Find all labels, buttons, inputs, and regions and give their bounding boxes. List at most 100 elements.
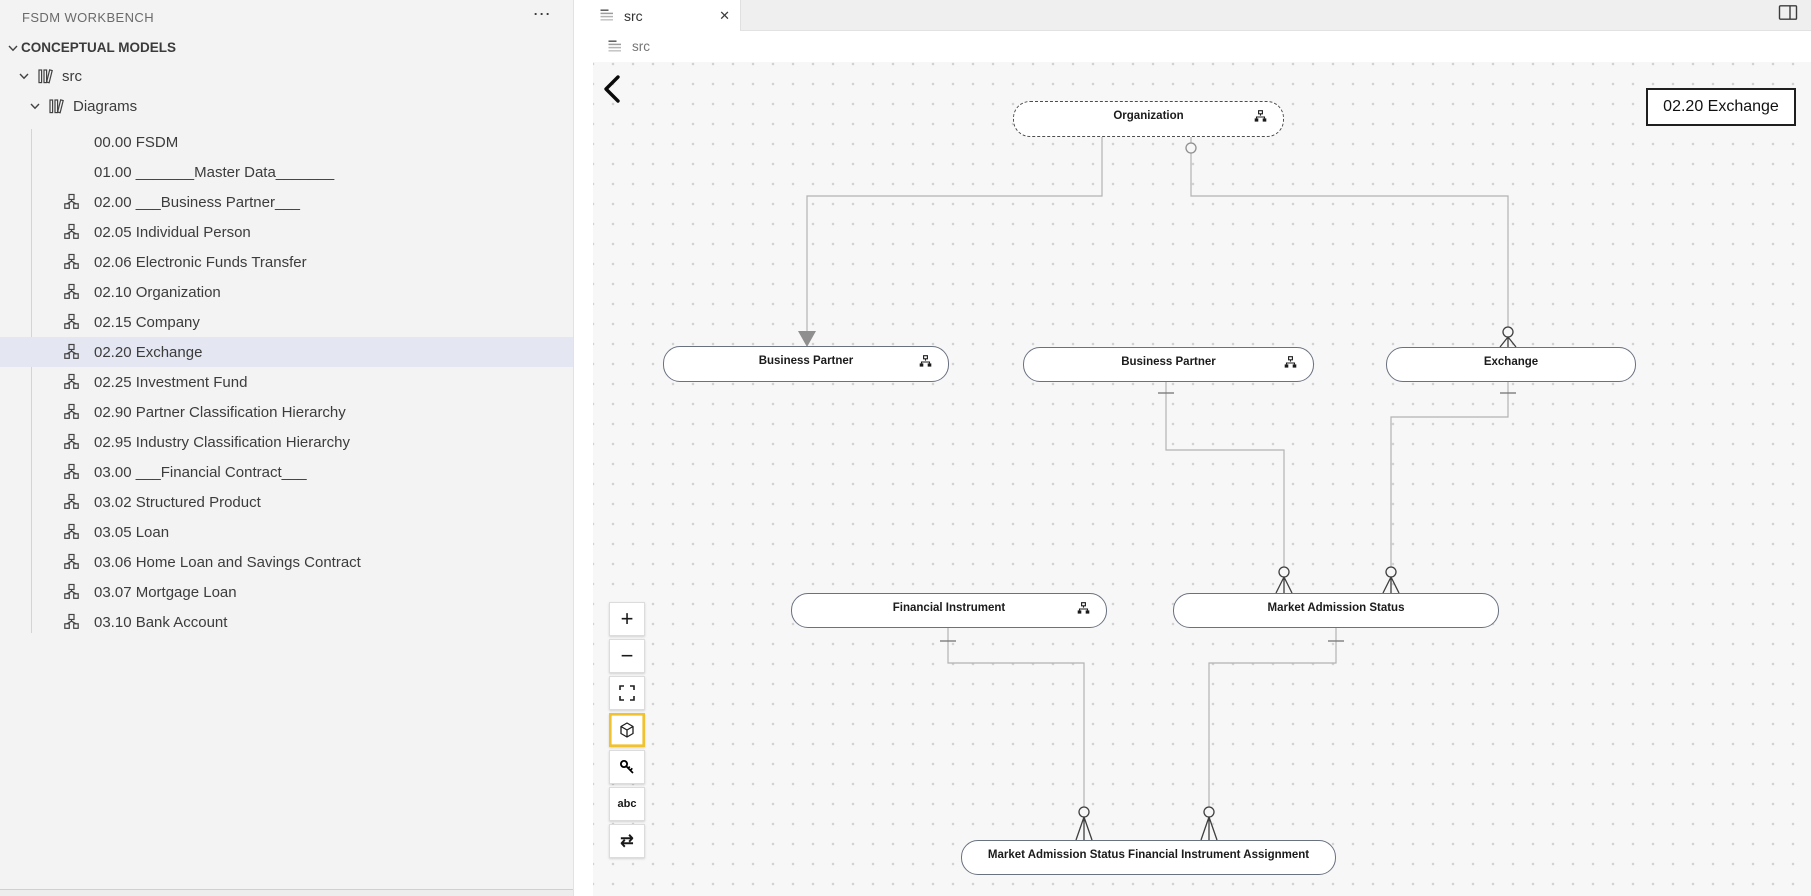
sidebar-title: FSDM WORKBENCH [22, 9, 154, 25]
node-label: Business Partner [758, 355, 854, 367]
tab-src[interactable]: src ✕ [574, 0, 741, 31]
type-hierarchy-icon [63, 463, 80, 480]
node-market-admission-status[interactable]: Market Admission Status [1173, 593, 1499, 628]
model-cube-button[interactable] [609, 713, 645, 747]
type-hierarchy-icon [63, 313, 80, 330]
org-chart-icon [1254, 110, 1267, 123]
tree-item-label: 03.10 Bank Account [94, 613, 228, 631]
tree-item-02-05-individual-person[interactable]: 02.05 Individual Person [0, 217, 573, 247]
node-business-partner[interactable]: Business Partner [1023, 347, 1314, 382]
tree-item-00-00-fsdm[interactable]: 00.00 FSDM [0, 127, 573, 157]
type-hierarchy-icon [63, 373, 80, 390]
tree-item-label: 03.07 Mortgage Loan [94, 583, 237, 601]
node-label: Market Admission Status Financial Instru… [987, 849, 1310, 861]
swap-arrows-button[interactable]: ⇄ [609, 824, 645, 858]
tree-folder-diagrams[interactable]: Diagrams [0, 91, 573, 121]
tree-item-03-06-home-loan-and-savings-contract[interactable]: 03.06 Home Loan and Savings Contract [0, 547, 573, 577]
tree-item-label: 02.25 Investment Fund [94, 373, 248, 391]
diagram-list: 00.00 FSDM 01.00 _______Master Data______… [0, 127, 573, 637]
tree-item-03-10-bank-account[interactable]: 03.10 Bank Account [0, 607, 573, 637]
node-financial-instrument[interactable]: Financial Instrument [791, 593, 1107, 628]
tree-item-label: 01.00 _______Master Data_______ [94, 163, 335, 181]
conceptual-models-tree: CONCEPTUAL MODELS src Diagrams 00.00 [0, 34, 573, 637]
sidebar-header: FSDM WORKBENCH ⋯ [0, 0, 573, 34]
labels-button[interactable]: abc [609, 787, 645, 821]
tree-item-label: 02.10 Organization [94, 283, 221, 301]
tree-item-label: 02.15 Company [94, 313, 200, 331]
diagram-file-icon [607, 38, 624, 55]
node-label: Market Admission Status [1267, 602, 1405, 614]
node-label: Organization [1113, 110, 1184, 122]
node-business-partner[interactable]: Business Partner [663, 346, 949, 382]
tab-label: src [624, 7, 643, 24]
type-hierarchy-icon [63, 523, 80, 540]
type-hierarchy-icon [63, 583, 80, 600]
tree-item-02-95-industry-classification-hierarchy[interactable]: 02.95 Industry Classification Hierarchy [0, 427, 573, 457]
tree-item-label: 02.00 ___Business Partner___ [94, 193, 300, 211]
tree-item-01-00-master-data[interactable]: 01.00 _______Master Data_______ [0, 157, 573, 187]
tree-item-02-25-investment-fund[interactable]: 02.25 Investment Fund [0, 367, 573, 397]
tree-item-label: 03.00 ___Financial Contract___ [94, 463, 307, 481]
key-button[interactable] [609, 750, 645, 784]
tree-section-label: CONCEPTUAL MODELS [21, 40, 177, 55]
tree-item-03-02-structured-product[interactable]: 03.02 Structured Product [0, 487, 573, 517]
chevron-down-icon [27, 98, 43, 114]
tab-strip [741, 0, 1811, 31]
tree-item-03-00-financial-contract[interactable]: 03.00 ___Financial Contract___ [0, 457, 573, 487]
node-label: Financial Instrument [892, 602, 1006, 614]
tree-item-03-05-loan[interactable]: 03.05 Loan [0, 517, 573, 547]
library-icon [37, 68, 54, 85]
breadcrumb[interactable]: src [574, 31, 1811, 62]
back-button[interactable] [601, 73, 627, 105]
tree-item-02-20-exchange[interactable]: 02.20 Exchange [0, 337, 573, 367]
org-chart-icon [1077, 602, 1090, 615]
tree-item-03-07-mortgage-loan[interactable]: 03.07 Mortgage Loan [0, 577, 573, 607]
node-market-admission-status-financial-instrument-assignment[interactable]: Market Admission Status Financial Instru… [961, 840, 1336, 875]
chevron-down-icon [5, 40, 21, 56]
tree-item-label: 03.06 Home Loan and Savings Contract [94, 553, 361, 571]
indent-guide [31, 129, 32, 633]
zoom-in-button[interactable]: + [609, 602, 645, 636]
type-hierarchy-icon [63, 613, 80, 630]
node-exchange[interactable]: Exchange [1386, 347, 1636, 382]
tree-item-02-00-business-partner[interactable]: 02.00 ___Business Partner___ [0, 187, 573, 217]
split-editor-icon[interactable] [1778, 4, 1798, 26]
type-hierarchy-icon [63, 433, 80, 450]
tree-folder-src[interactable]: src [0, 61, 573, 91]
tree-item-02-06-electronic-funds-transfer[interactable]: 02.06 Electronic Funds Transfer [0, 247, 573, 277]
editor: src ✕ src [573, 0, 1811, 896]
tree-item-02-10-organization[interactable]: 02.10 Organization [0, 277, 573, 307]
fit-screen-button[interactable] [609, 676, 645, 710]
zoom-out-button[interactable]: − [609, 639, 645, 673]
type-hierarchy-icon [63, 493, 80, 510]
chevron-down-icon [16, 68, 32, 84]
type-hierarchy-icon [63, 253, 80, 270]
sidebar-bottom-strip [0, 889, 573, 896]
type-hierarchy-icon [63, 343, 80, 360]
node-label: Business Partner [1121, 356, 1216, 368]
tab-bar: src ✕ [574, 0, 1811, 31]
tree-item-label: 02.20 Exchange [94, 343, 203, 361]
tree-item-02-90-partner-classification-hierarchy[interactable]: 02.90 Partner Classification Hierarchy [0, 397, 573, 427]
tree-item-label: 00.00 FSDM [94, 133, 179, 151]
more-actions-icon[interactable]: ⋯ [532, 4, 551, 24]
org-chart-icon [919, 355, 932, 368]
tree-folder-label: src [62, 67, 82, 85]
tree-item-label: 02.05 Individual Person [94, 223, 251, 241]
node-label: Exchange [1483, 356, 1539, 368]
type-hierarchy-icon [63, 403, 80, 420]
diagram-file-icon [599, 7, 616, 24]
tree-item-02-15-company[interactable]: 02.15 Company [0, 307, 573, 337]
tree-item-label: 03.02 Structured Product [94, 493, 261, 511]
type-hierarchy-icon [63, 283, 80, 300]
sidebar: FSDM WORKBENCH ⋯ CONCEPTUAL MODELS src [0, 0, 573, 896]
close-icon[interactable]: ✕ [719, 7, 730, 23]
tree-folder-label: Diagrams [73, 97, 138, 115]
type-hierarchy-icon [63, 193, 80, 210]
tree-item-label: 03.05 Loan [94, 523, 170, 541]
tree-item-label: 02.06 Electronic Funds Transfer [94, 253, 307, 271]
node-organization[interactable]: Organization [1013, 101, 1284, 137]
tree-section-conceptual-models[interactable]: CONCEPTUAL MODELS [0, 34, 573, 61]
